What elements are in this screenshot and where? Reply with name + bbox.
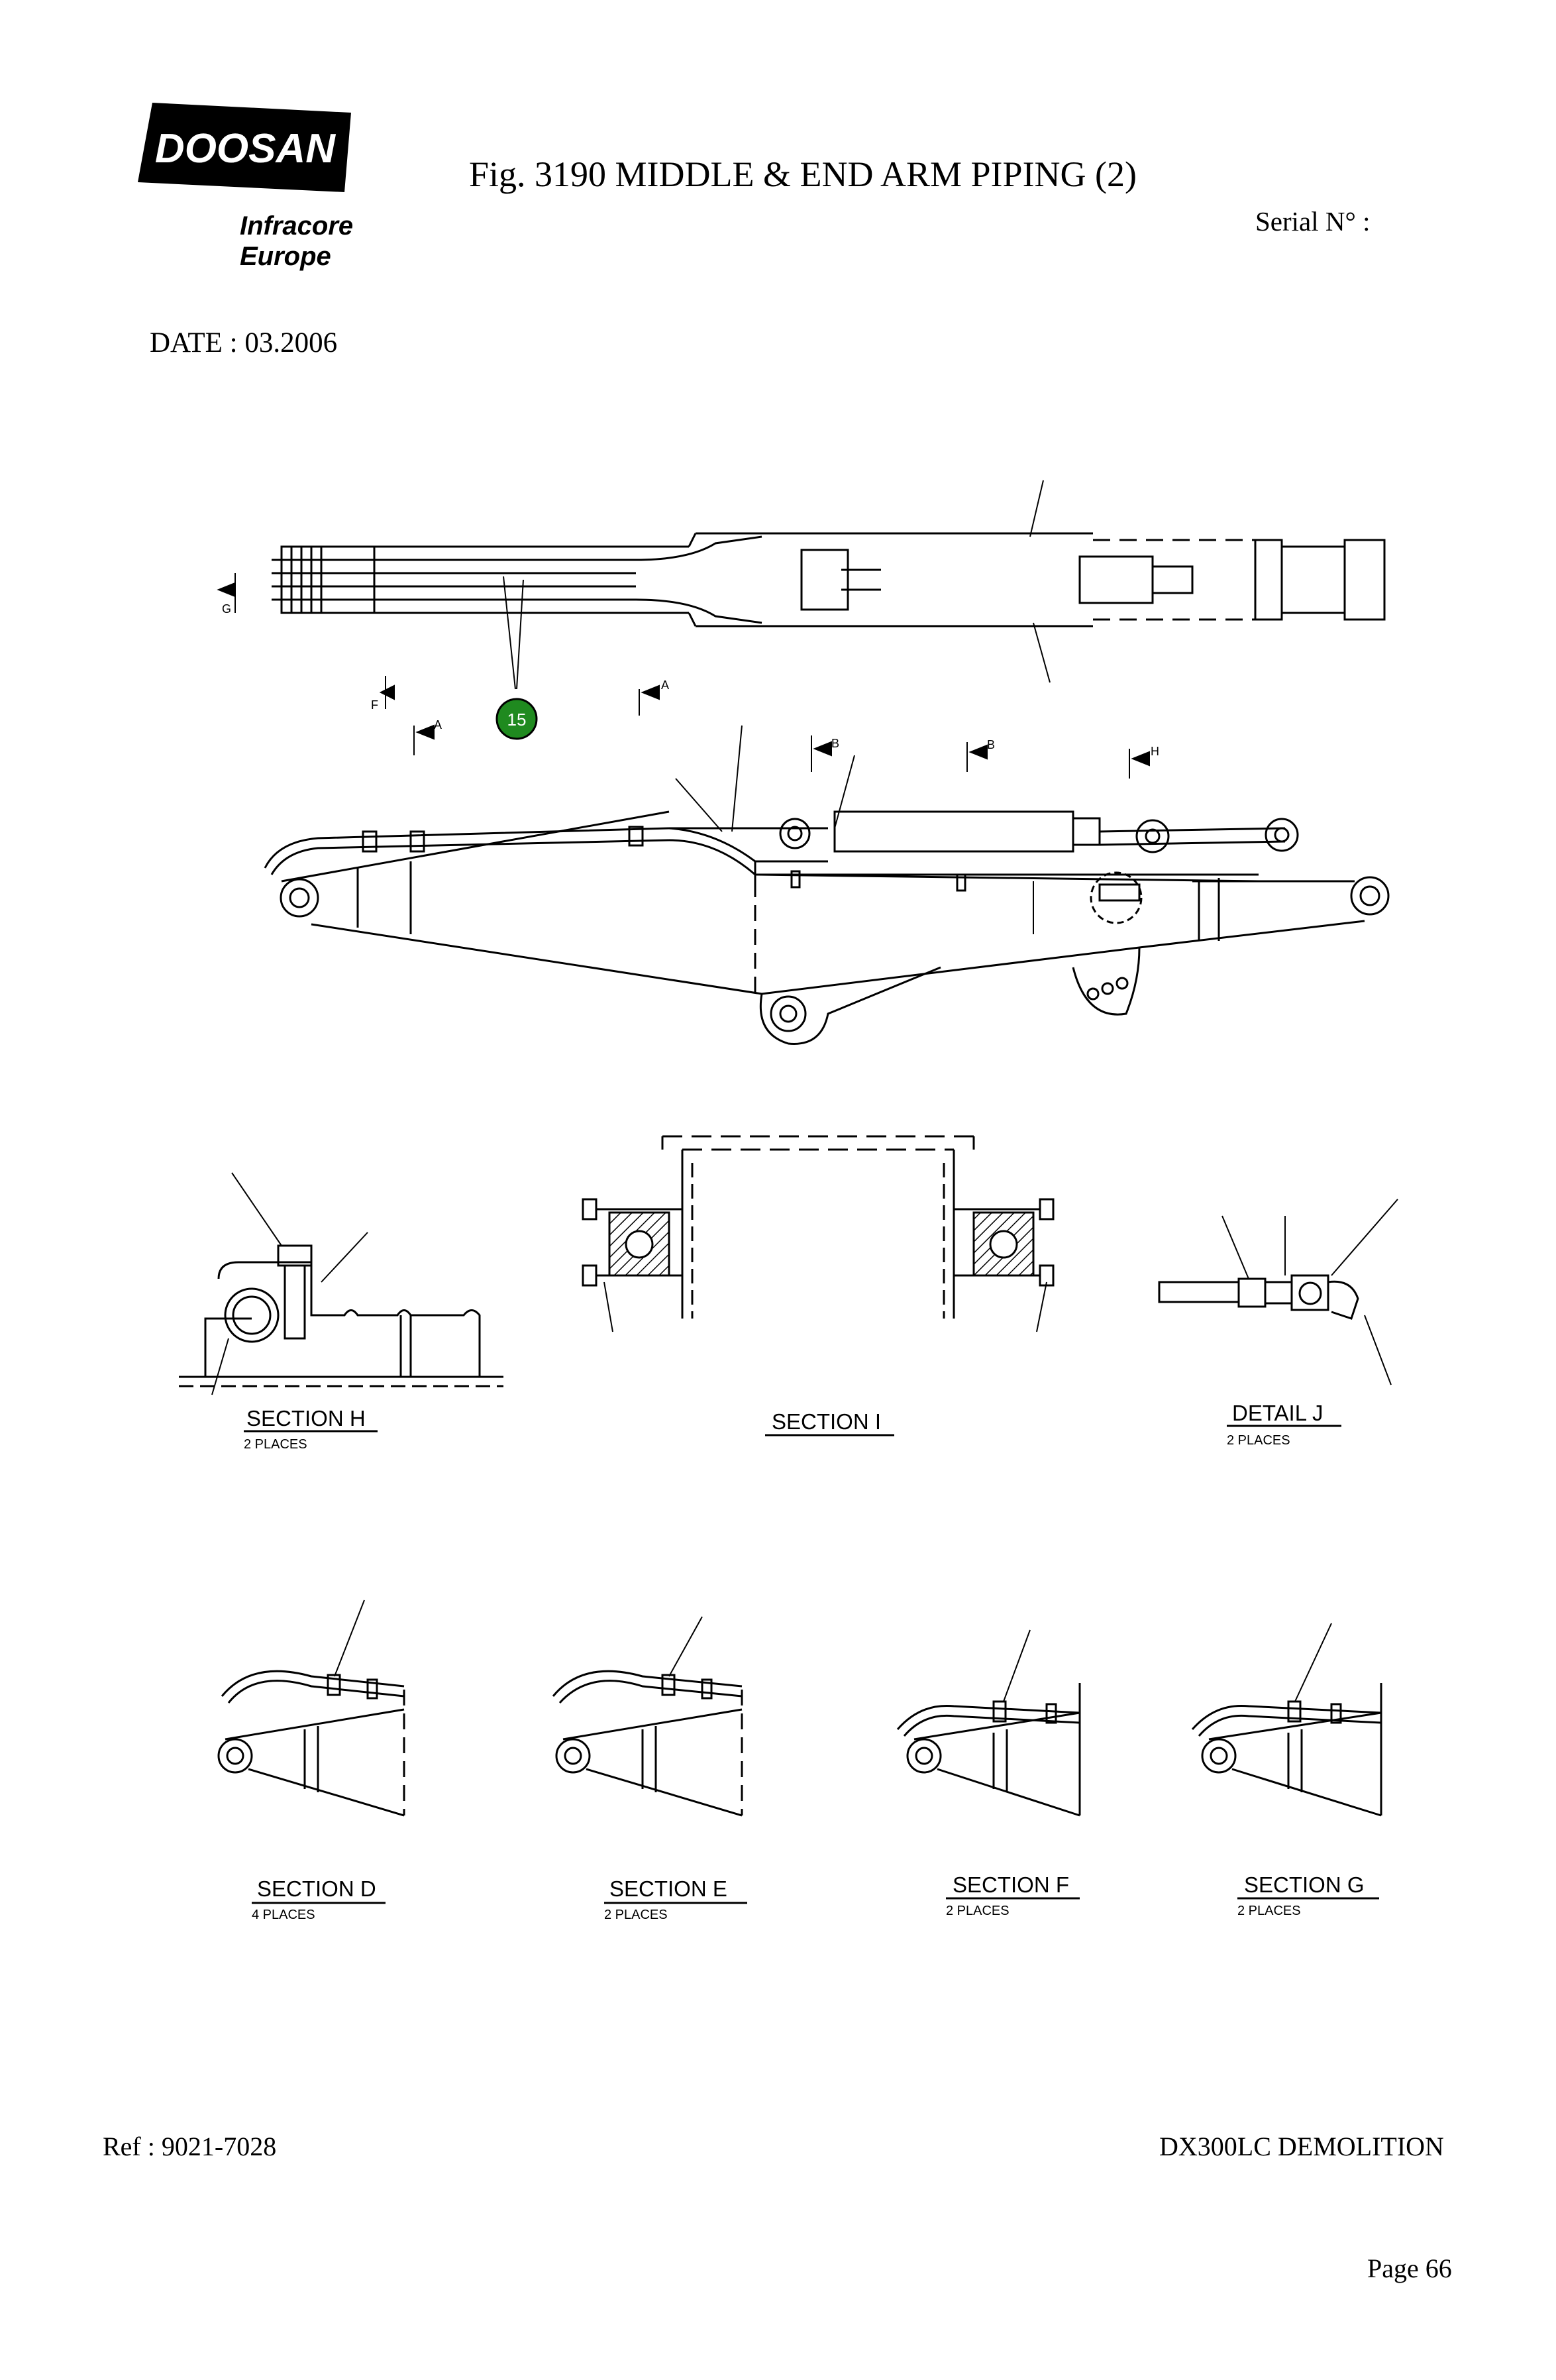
section-d-title: SECTION D <box>257 1876 376 1901</box>
callout-15: 15 <box>495 698 538 740</box>
label-section-d: SECTION D 4 PLACES <box>252 1876 386 1922</box>
label-section-h: SECTION H 2 PLACES <box>244 1406 378 1452</box>
label-section-g: SECTION G 2 PLACES <box>1237 1872 1379 1918</box>
machine-model: DX300LC DEMOLITION <box>1159 2132 1444 2161</box>
detail-j-drawing <box>1158 1199 1398 1385</box>
arm-side-view <box>264 725 1390 1045</box>
section-e-places: 2 PLACES <box>604 1908 668 1922</box>
label-detail-j: DETAIL J 2 PLACES <box>1227 1401 1341 1448</box>
section-labels: SECTION H 2 PLACES SECTION I DETAIL J 2 … <box>244 1401 1379 1922</box>
doosan-logo: DOOSAN <box>132 99 358 199</box>
view-letter-b1: B <box>831 737 839 750</box>
section-h-title: SECTION H <box>246 1406 366 1431</box>
section-h-drawing <box>179 1172 503 1395</box>
date-label: DATE : 03.2006 <box>150 327 338 358</box>
detail-j-places: 2 PLACES <box>1227 1433 1290 1448</box>
logo-subtitle: Infracore Europe <box>240 211 353 272</box>
serial-number-label: Serial N° : <box>1255 206 1371 237</box>
section-g-title: SECTION G <box>1244 1872 1365 1897</box>
label-section-e: SECTION E 2 PLACES <box>604 1876 747 1922</box>
section-e-drawing <box>552 1616 743 1817</box>
section-f-places: 2 PLACES <box>946 1904 1010 1918</box>
page-number: Page 66 <box>1367 2253 1452 2283</box>
top-view-left-block <box>280 545 376 614</box>
section-h-places: 2 PLACES <box>244 1437 307 1452</box>
view-letter-a1: A <box>434 718 442 731</box>
logo-sub-line1: Infracore <box>240 211 354 241</box>
section-i-drawing <box>582 1135 1055 1332</box>
view-letter-g: G <box>222 602 231 616</box>
arm-top-view <box>272 480 1386 683</box>
reference-number: Ref : 9021-7028 <box>103 2132 277 2161</box>
callout-15-number: 15 <box>507 710 527 730</box>
logo-mark: DOOSAN <box>138 103 351 192</box>
view-letter-f: F <box>371 698 378 712</box>
section-g-drawing <box>1191 1623 1382 1817</box>
section-f-title: SECTION F <box>953 1872 1069 1897</box>
section-f-drawing <box>896 1629 1081 1817</box>
view-letter-a2: A <box>661 678 669 692</box>
section-g-places: 2 PLACES <box>1237 1904 1301 1918</box>
detail-j-title: DETAIL J <box>1232 1401 1323 1425</box>
section-i-title: SECTION I <box>772 1409 881 1434</box>
label-section-i: SECTION I <box>765 1409 894 1436</box>
section-e-title: SECTION E <box>609 1876 727 1901</box>
section-d-drawing <box>217 1599 405 1817</box>
section-d-places: 4 PLACES <box>252 1908 315 1922</box>
figure-title: Fig. 3190 MIDDLE & END ARM PIPING (2) <box>469 154 1137 194</box>
logo-sub-line2: Europe <box>240 242 331 271</box>
view-markers: G F A A B B H <box>217 573 1159 779</box>
view-letter-h: H <box>1151 745 1159 758</box>
logo-brand-text: DOOSAN <box>155 126 336 172</box>
view-letter-b2: B <box>987 738 995 751</box>
label-section-f: SECTION F 2 PLACES <box>946 1872 1080 1918</box>
